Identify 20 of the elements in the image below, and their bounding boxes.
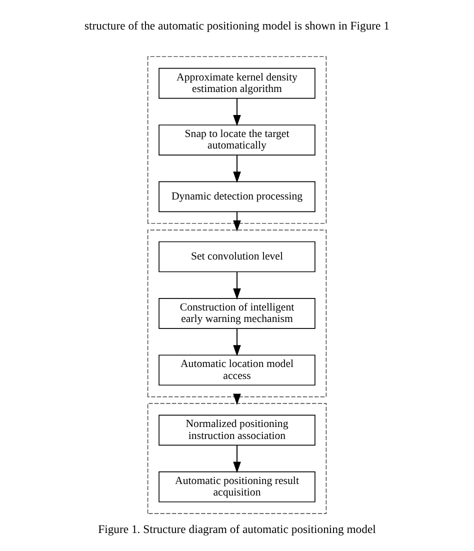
node-box: Automatic location model access — [158, 354, 316, 386]
node-box: Set convolution level — [158, 241, 316, 272]
cluster — [147, 56, 327, 224]
node-box: Normalized positioning instruction association — [158, 414, 316, 446]
arrow — [233, 211, 241, 232]
node-box: Dynamic detection processing — [158, 181, 316, 212]
arrow — [233, 272, 241, 300]
label: structure of the automatic positioning model is shown in Figure 1 — [84, 20, 390, 33]
arrow — [233, 328, 241, 356]
arrow — [233, 444, 241, 473]
node-box: Automatic positioning result acquisition — [158, 471, 316, 502]
arrow — [233, 98, 241, 126]
node-box: Approximate kernel density estimation algorithm — [158, 68, 316, 99]
arrow — [233, 154, 241, 183]
node-box: Construction of intelligent early warning mechanism — [158, 298, 316, 329]
cluster — [147, 230, 327, 398]
cluster — [147, 403, 327, 514]
node-box: Snap to locate the target automatically — [158, 124, 316, 156]
arrow — [233, 394, 241, 405]
caption: Figure 1. Structure diagram of automatic positioning model — [98, 522, 376, 536]
